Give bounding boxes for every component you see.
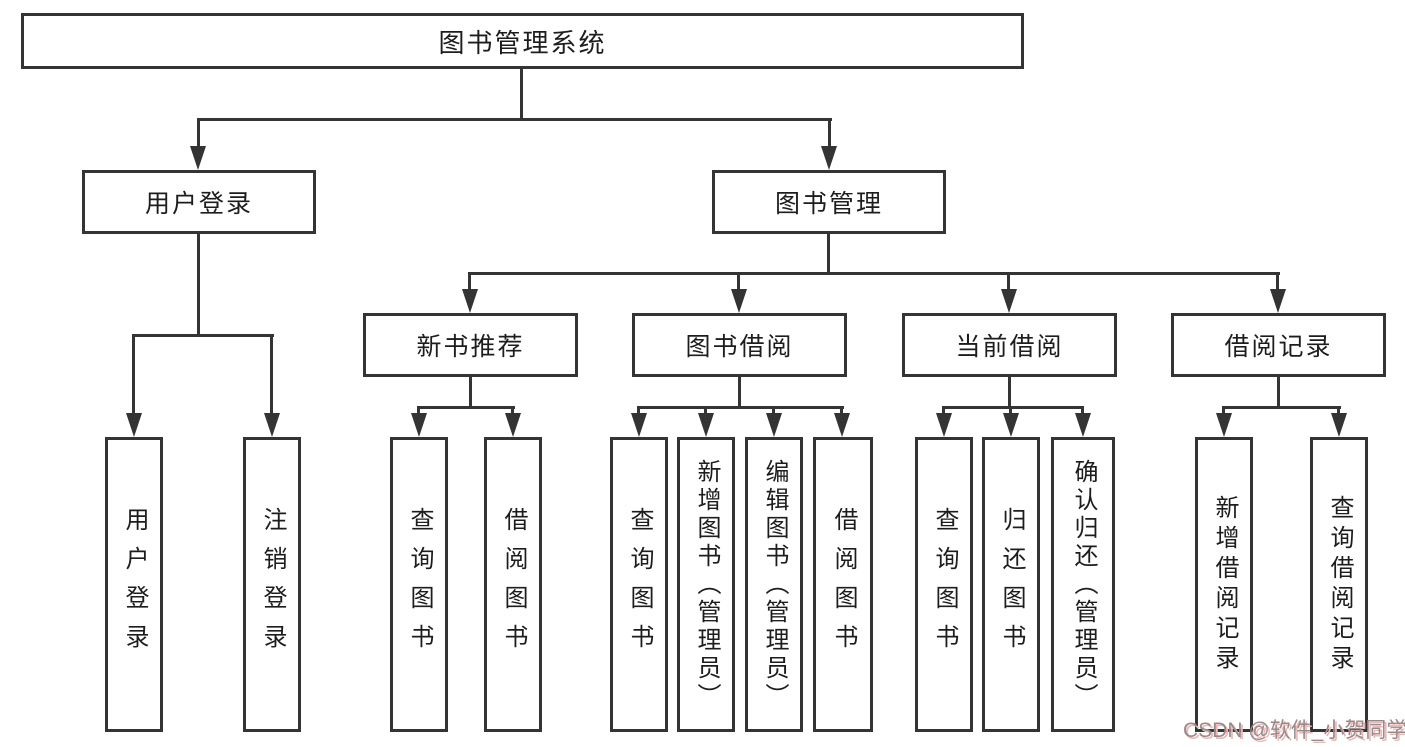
- arrowhead-icon: [1270, 289, 1286, 313]
- node-book-borrow: 图书借阅: [632, 313, 847, 377]
- connector-line: [1007, 272, 1010, 294]
- node-library-management-system: 图书管理系统: [21, 13, 1024, 69]
- connector-line: [520, 68, 523, 120]
- leaf-query-borrow-record: 查询借阅记录: [1310, 437, 1368, 732]
- leaf-label: 借阅图书: [500, 506, 527, 663]
- node-borrow-records: 借阅记录: [1171, 313, 1386, 377]
- connector-line: [638, 406, 844, 409]
- connector-line: [197, 118, 200, 152]
- leaf-add-books-admin: 新增图书（管理员）: [677, 437, 735, 732]
- arrowhead-icon: [126, 413, 142, 437]
- leaf-label: 编辑图书（管理员）: [761, 458, 788, 711]
- arrowhead-icon: [821, 146, 837, 170]
- arrowhead-icon: [1331, 413, 1347, 437]
- arrowhead-icon: [264, 413, 280, 437]
- leaf-return-books: 归还图书: [982, 437, 1040, 732]
- leaf-query-books: 查询图书: [610, 437, 668, 732]
- leaf-label: 归还图书: [998, 506, 1025, 663]
- connector-line: [943, 406, 1084, 409]
- connector-line: [828, 118, 831, 152]
- connector-line: [197, 234, 200, 336]
- connector-line: [1277, 377, 1280, 409]
- leaf-query-books: 查询图书: [390, 437, 448, 732]
- connector-line: [1008, 377, 1011, 409]
- leaf-logout: 注销登录: [243, 437, 301, 732]
- node-book-management: 图书管理: [712, 170, 946, 234]
- connector-line: [737, 272, 740, 294]
- leaf-borrow-books: 借阅图书: [484, 437, 542, 732]
- leaf-label: 注销登录: [259, 506, 286, 663]
- node-user-login: 用户登录: [82, 170, 316, 234]
- leaf-borrow-books: 借阅图书: [813, 437, 873, 732]
- leaf-label: 查询图书: [406, 506, 433, 663]
- connector-line: [198, 118, 832, 121]
- leaf-label: 确认归还（管理员）: [1070, 458, 1097, 711]
- leaf-query-books: 查询图书: [915, 437, 973, 732]
- connector-line: [132, 334, 135, 418]
- node-current-borrow: 当前借阅: [902, 313, 1117, 377]
- connector-line: [468, 272, 471, 294]
- connector-line: [738, 377, 741, 409]
- leaf-label: 用户登录: [121, 506, 148, 663]
- arrowhead-icon: [731, 289, 747, 313]
- arrowhead-icon: [1216, 413, 1232, 437]
- arrowhead-icon: [1003, 413, 1019, 437]
- leaf-label: 借阅图书: [830, 506, 857, 663]
- leaf-label: 查询图书: [626, 506, 653, 663]
- connector-line: [418, 406, 515, 409]
- leaf-label: 查询图书: [931, 506, 958, 663]
- arrowhead-icon: [1001, 289, 1017, 313]
- arrowhead-icon: [505, 413, 521, 437]
- leaf-label: 新增借阅记录: [1211, 494, 1238, 675]
- node-new-book-recommend: 新书推荐: [363, 313, 578, 377]
- connector-line: [469, 272, 1280, 275]
- arrowhead-icon: [190, 146, 206, 170]
- arrowhead-icon: [462, 289, 478, 313]
- leaf-label: 查询借阅记录: [1326, 494, 1353, 675]
- arrowhead-icon: [411, 413, 427, 437]
- arrowhead-icon: [766, 413, 782, 437]
- connector-line: [827, 234, 830, 275]
- leaf-label: 新增图书（管理员）: [693, 458, 720, 711]
- leaf-confirm-return-admin: 确认归还（管理员）: [1051, 437, 1115, 732]
- arrowhead-icon: [936, 413, 952, 437]
- csdn-watermark: CSDN @软件_小贺同学: [1183, 719, 1405, 742]
- connector-line: [1276, 272, 1279, 294]
- connector-line: [469, 377, 472, 409]
- connector-line: [270, 334, 273, 418]
- leaf-user-login: 用户登录: [105, 437, 163, 732]
- connector-line: [1223, 406, 1341, 409]
- arrowhead-icon: [631, 413, 647, 437]
- arrowhead-icon: [1075, 413, 1091, 437]
- leaf-add-borrow-record: 新增借阅记录: [1195, 437, 1253, 732]
- leaf-edit-books-admin: 编辑图书（管理员）: [745, 437, 803, 732]
- arrowhead-icon: [834, 413, 850, 437]
- connector-line: [133, 334, 274, 337]
- arrowhead-icon: [698, 413, 714, 437]
